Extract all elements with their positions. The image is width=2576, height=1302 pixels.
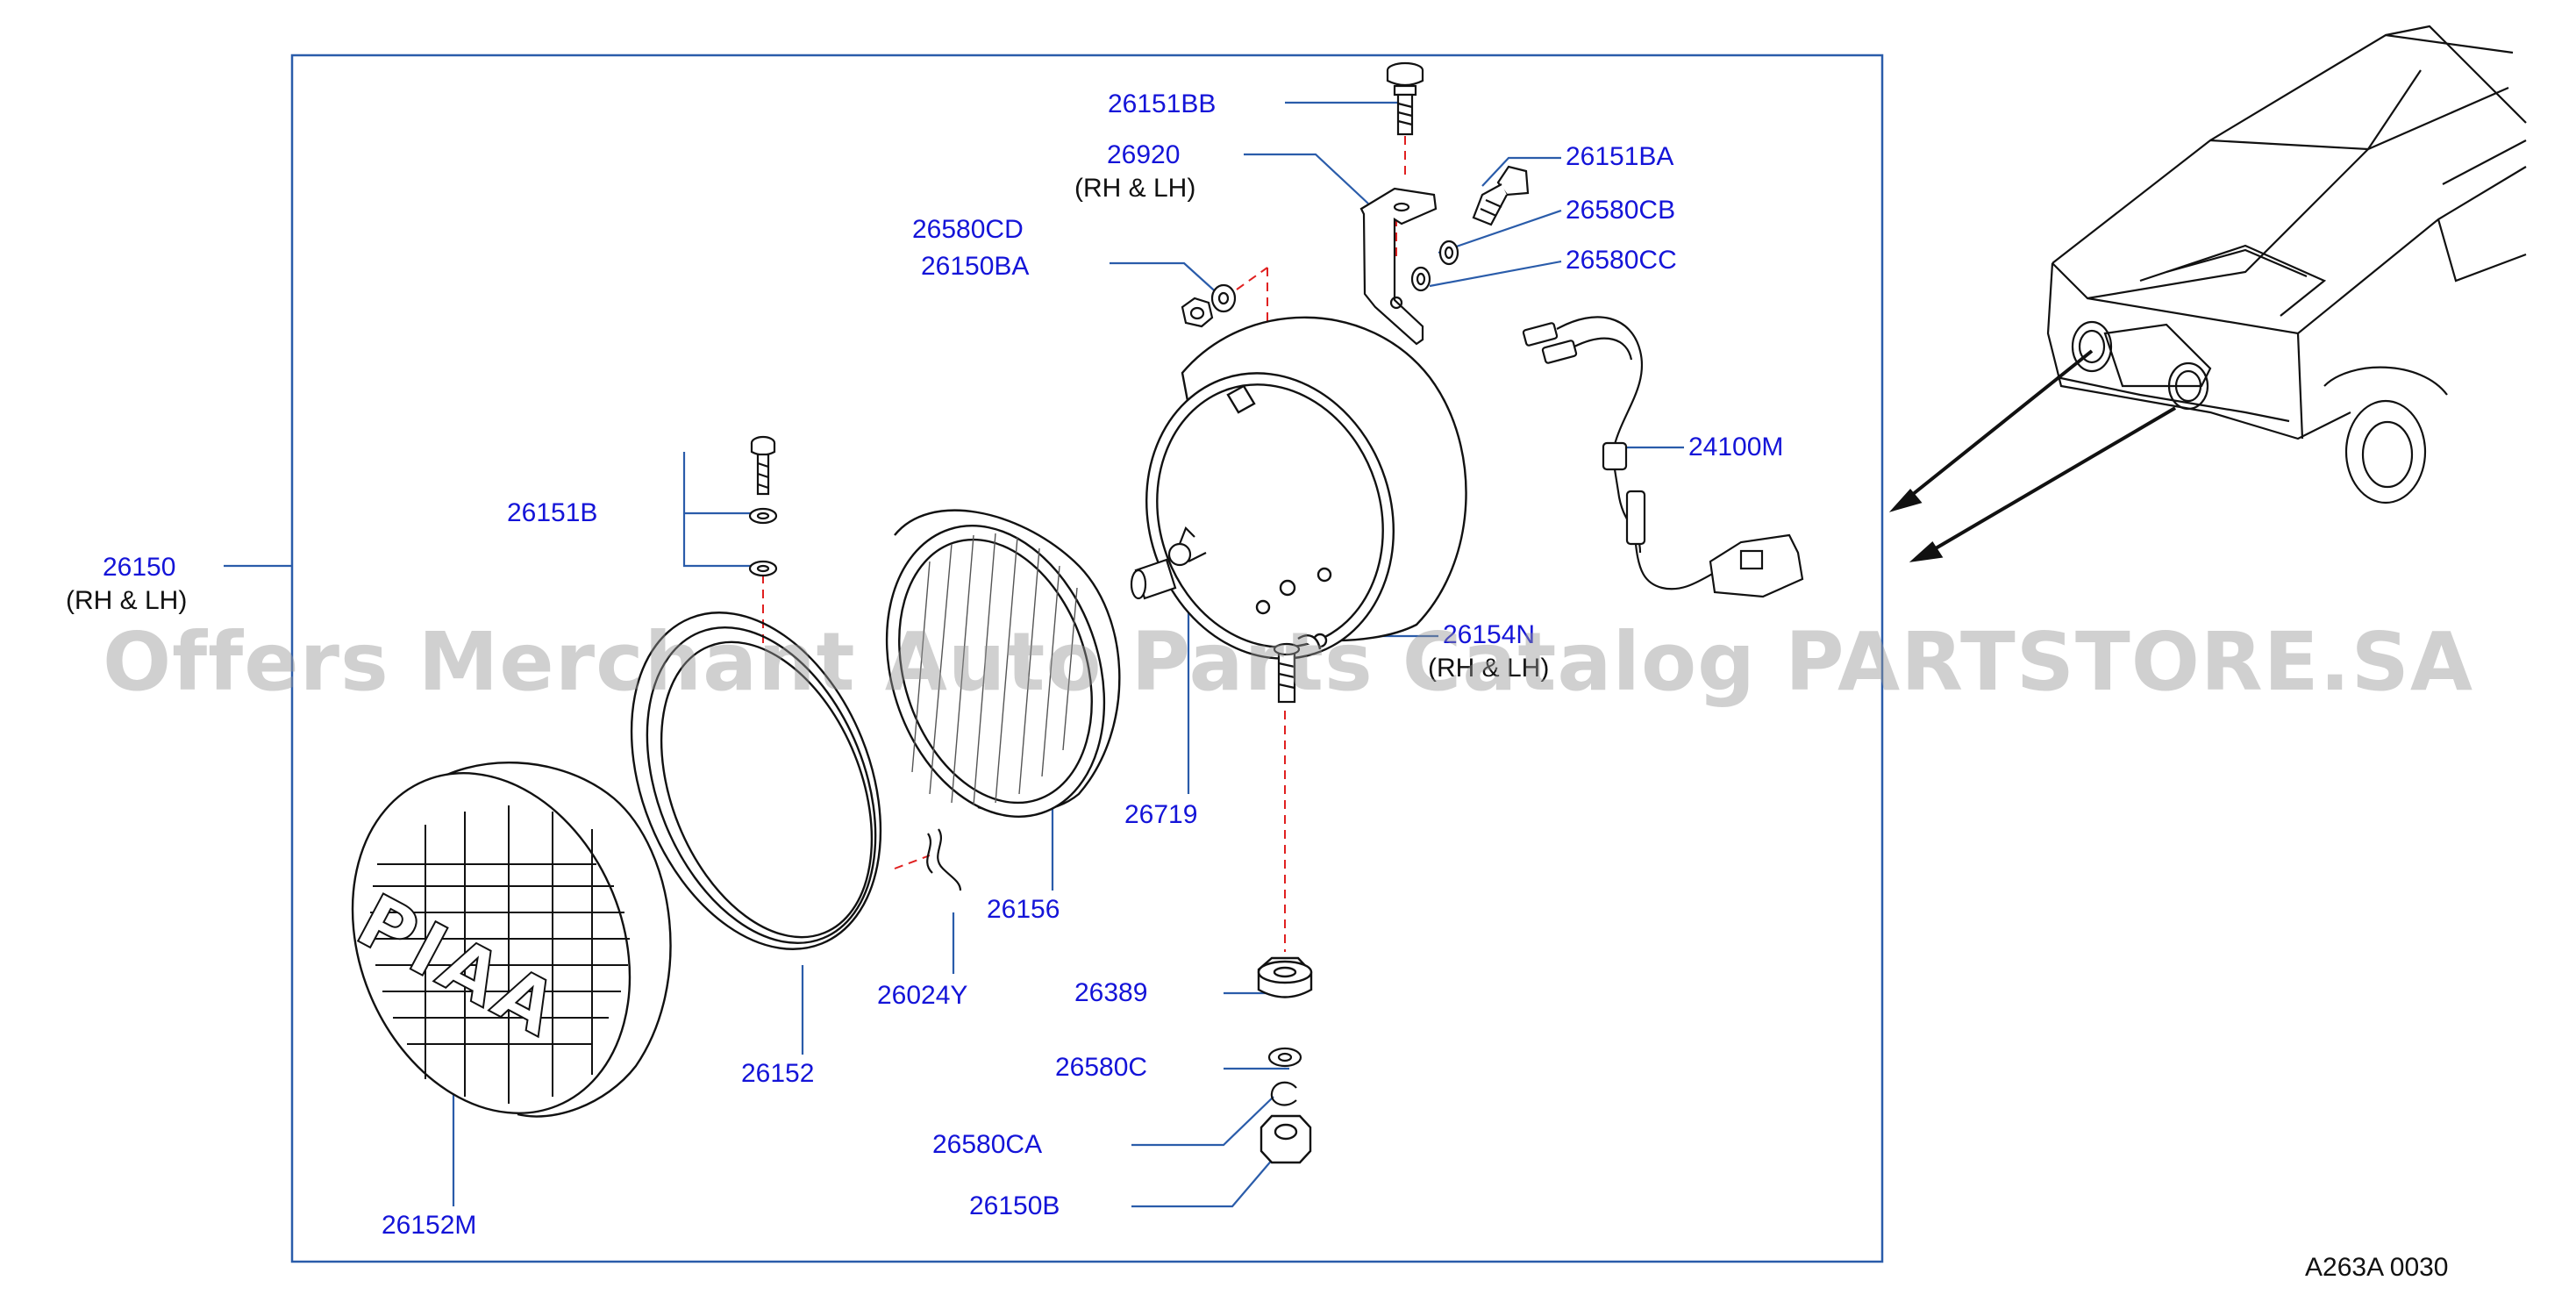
label-26150: 26150 bbox=[103, 553, 176, 582]
label-26151B: 26151B bbox=[507, 498, 598, 527]
watermark: Offers Merchant Auto Parts Catalog PARTS… bbox=[102, 615, 2474, 709]
label-26580CD: 26580CD bbox=[912, 215, 1024, 244]
bolt-26151BB bbox=[1386, 61, 1424, 136]
label-26151BB: 26151BB bbox=[1108, 89, 1217, 118]
lock-washer-26580CA bbox=[1270, 1081, 1297, 1106]
label-26150B: 26150B bbox=[969, 1191, 1060, 1220]
nut-26150BA bbox=[1181, 297, 1214, 328]
label-26024Y: 26024Y bbox=[877, 981, 968, 1010]
harness-24100M bbox=[1522, 316, 1804, 598]
label-26580CB: 26580CB bbox=[1566, 196, 1676, 225]
label-26154N: 26154N bbox=[1443, 620, 1536, 649]
label-26156: 26156 bbox=[987, 895, 1060, 924]
bracket-26920 bbox=[1359, 187, 1438, 346]
label-24100M: 24100M bbox=[1688, 433, 1784, 461]
label-26152M: 26152M bbox=[382, 1211, 477, 1240]
label-26150-note: (RH & LH) bbox=[66, 586, 188, 615]
cap-26389 bbox=[1257, 956, 1313, 998]
washer-26580C bbox=[1267, 1047, 1302, 1068]
callout-arrows bbox=[1888, 349, 2177, 562]
diagram-frame bbox=[290, 54, 1884, 1263]
rim-26152 bbox=[630, 612, 882, 950]
lamp-housing-26154N bbox=[1145, 316, 1467, 660]
label-26154N-note: (RH & LH) bbox=[1428, 654, 1550, 683]
label-26580CC: 26580CC bbox=[1566, 246, 1677, 275]
label-26152: 26152 bbox=[741, 1059, 815, 1088]
stud-bolt bbox=[1273, 642, 1301, 704]
label-26389: 26389 bbox=[1074, 978, 1148, 1007]
bulb-26719 bbox=[1130, 526, 1207, 600]
leader-lines bbox=[224, 101, 1684, 1208]
label-26719: 26719 bbox=[1124, 800, 1198, 829]
label-26151BA: 26151BA bbox=[1566, 142, 1674, 171]
clip-26024Y bbox=[926, 828, 962, 891]
label-26920: 26920 bbox=[1107, 140, 1181, 169]
cover-26152M bbox=[351, 762, 672, 1118]
bolt-26151BA bbox=[1472, 165, 1530, 226]
label-26920-note: (RH & LH) bbox=[1074, 174, 1196, 203]
washer-26580CD bbox=[1210, 283, 1237, 313]
nut-26150B bbox=[1259, 1114, 1312, 1164]
label-26150BA: 26150BA bbox=[921, 252, 1030, 281]
diagram-code: A263A 0030 bbox=[2305, 1253, 2449, 1282]
washer-26580CC bbox=[1410, 266, 1431, 292]
lens-26156 bbox=[885, 509, 1121, 818]
label-26580CA: 26580CA bbox=[932, 1130, 1043, 1159]
label-26580C: 26580C bbox=[1055, 1053, 1148, 1082]
vehicle-illustration bbox=[2046, 25, 2527, 504]
washer-26580CB bbox=[1438, 240, 1459, 266]
screw-26151B bbox=[748, 435, 778, 577]
